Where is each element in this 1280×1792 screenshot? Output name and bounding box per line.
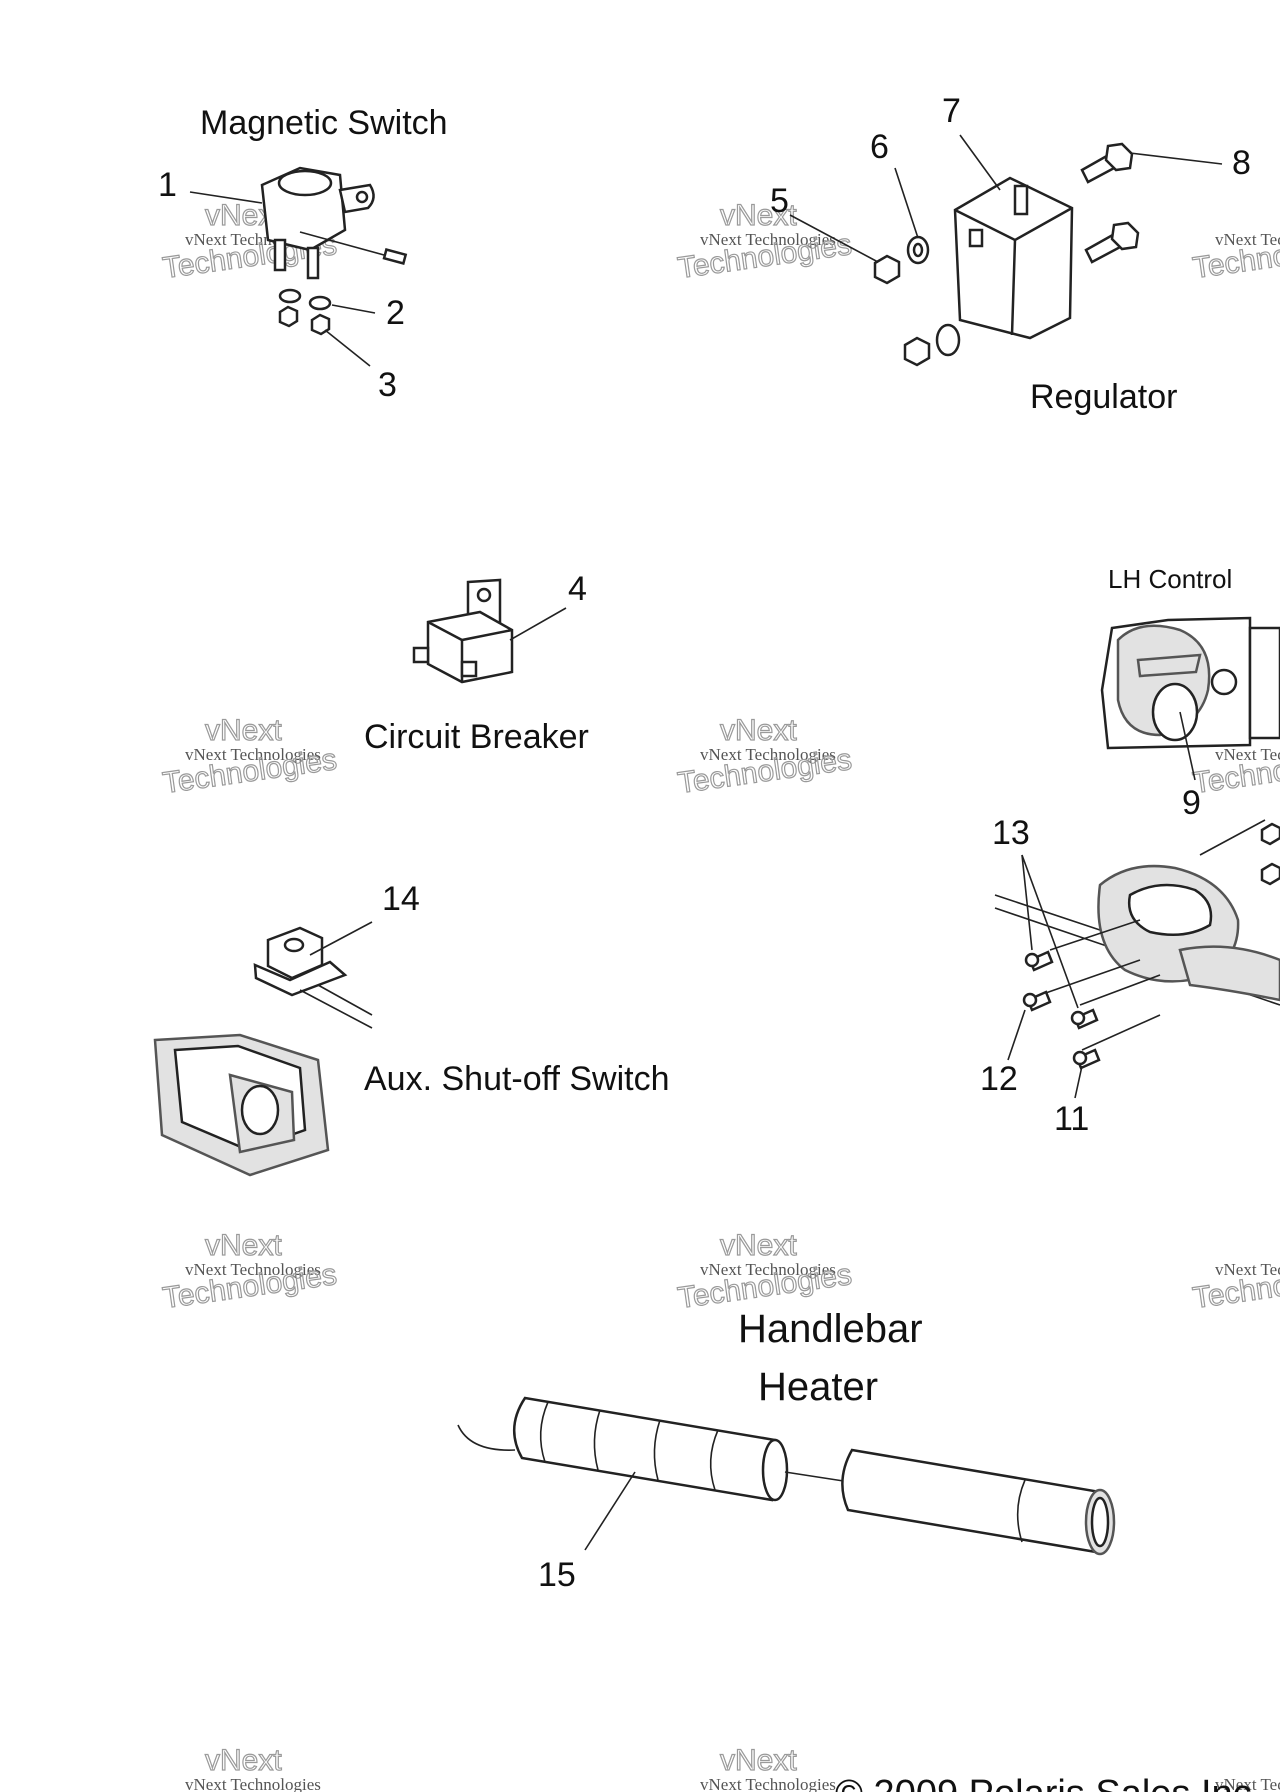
svg-text:vNext Technologies: vNext Technologies: [1215, 1775, 1280, 1792]
svg-text:vNext: vNext: [205, 714, 282, 747]
watermark-3: vNext vNext Technologies Technologies: [160, 713, 339, 800]
leader-3: [324, 329, 371, 367]
svg-text:vNext: vNext: [720, 1229, 797, 1262]
svg-text:vNext Technologies: vNext Technologies: [700, 1260, 836, 1279]
handlebar-heater-title-line1: Handlebar: [738, 1307, 923, 1351]
svg-text:vNext Technologies: vNext Technologies: [700, 745, 836, 764]
leader-15: [584, 1471, 636, 1551]
callout-7: 7: [942, 92, 961, 130]
leader-1: [189, 191, 263, 204]
watermark-7: vNext vNext Technologies: [185, 1743, 321, 1792]
watermark-9: vNext Technologies Technologies: [1190, 227, 1280, 285]
watermark-layer: vNext vNext Technologies Technologies vN…: [160, 198, 1280, 1792]
callout-1: 1: [158, 166, 177, 204]
handlebar-heater-part: [457, 1396, 1116, 1556]
watermark-10: vNext Technologies Technologies: [1190, 742, 1280, 800]
svg-text:vNext: vNext: [720, 199, 797, 232]
leader-14: [309, 921, 373, 956]
leader-11: [1074, 1065, 1083, 1099]
leader-8: [1129, 152, 1223, 165]
callout-2: 2: [386, 294, 405, 332]
callout-12: 12: [980, 1060, 1018, 1098]
svg-text:vNext Technologies: vNext Technologies: [700, 230, 836, 249]
leader-12: [1007, 1009, 1026, 1061]
watermark-8: vNext vNext Technologies: [700, 1743, 836, 1792]
throttle-assembly-part: [994, 819, 1280, 1070]
circuit-breaker-title: Circuit Breaker: [364, 718, 589, 756]
handlebar-heater-title-line2: Heater: [758, 1365, 878, 1409]
leader-2: [331, 304, 376, 314]
watermark-5: vNext vNext Technologies Technologies: [160, 1228, 339, 1315]
watermark-4: vNext vNext Technologies Technologies: [675, 713, 854, 800]
callout-8: 8: [1232, 144, 1251, 182]
regulator-part: [873, 142, 1140, 367]
svg-text:vNext Technologies: vNext Technologies: [185, 1260, 321, 1279]
svg-text:vNext: vNext: [720, 714, 797, 747]
watermark-2: vNext vNext Technologies Technologies: [675, 198, 854, 285]
callout-6: 6: [870, 128, 889, 166]
leader-5: [789, 214, 879, 263]
svg-text:vNext Technologies: vNext Technologies: [1215, 1260, 1280, 1279]
lh-control-title: LH Control: [1108, 564, 1232, 594]
callout-11: 11: [1054, 1100, 1089, 1138]
callout-3: 3: [378, 366, 397, 404]
callout-4: 4: [568, 570, 587, 608]
callout-14: 14: [382, 880, 420, 918]
callout-13: 13: [992, 814, 1030, 852]
svg-text:vNext: vNext: [205, 1229, 282, 1262]
leader-6: [894, 167, 919, 239]
leader-4: [509, 607, 567, 641]
aux-switch-part: [153, 926, 373, 1177]
aux-switch-title: Aux. Shut-off Switch: [364, 1060, 670, 1098]
callout-15: 15: [538, 1556, 576, 1594]
leader-13a: [1021, 854, 1033, 951]
svg-text:vNext: vNext: [205, 1744, 282, 1777]
regulator-title: Regulator: [1030, 378, 1177, 416]
svg-text:vNext Technologies: vNext Technologies: [1215, 745, 1280, 764]
svg-text:vNext Technologies: vNext Technologies: [185, 745, 321, 764]
magnetic-switch-part: [260, 166, 408, 336]
callout-9: 9: [1182, 784, 1201, 822]
leader-13b: [1021, 854, 1079, 1009]
svg-text:vNext Technologies: vNext Technologies: [700, 1775, 836, 1792]
leader-7: [959, 134, 1001, 191]
svg-text:vNext Technologies: vNext Technologies: [1215, 230, 1280, 249]
leader-9: [1179, 711, 1196, 781]
circuit-breaker-part: [412, 578, 514, 684]
watermark-6: vNext vNext Technologies Technologies: [675, 1228, 854, 1315]
copyright-text: © 2009 Polaris Sales Inc.: [835, 1773, 1262, 1792]
svg-text:vNext: vNext: [720, 1744, 797, 1777]
callout-5: 5: [770, 182, 789, 220]
watermark-12: vNext Technologies: [1215, 1775, 1280, 1792]
svg-text:vNext Technologies: vNext Technologies: [185, 1775, 321, 1792]
magnetic-switch-title: Magnetic Switch: [200, 104, 448, 142]
watermark-11: vNext Technologies Technologies: [1190, 1257, 1280, 1315]
lh-control-part: [1100, 616, 1280, 750]
